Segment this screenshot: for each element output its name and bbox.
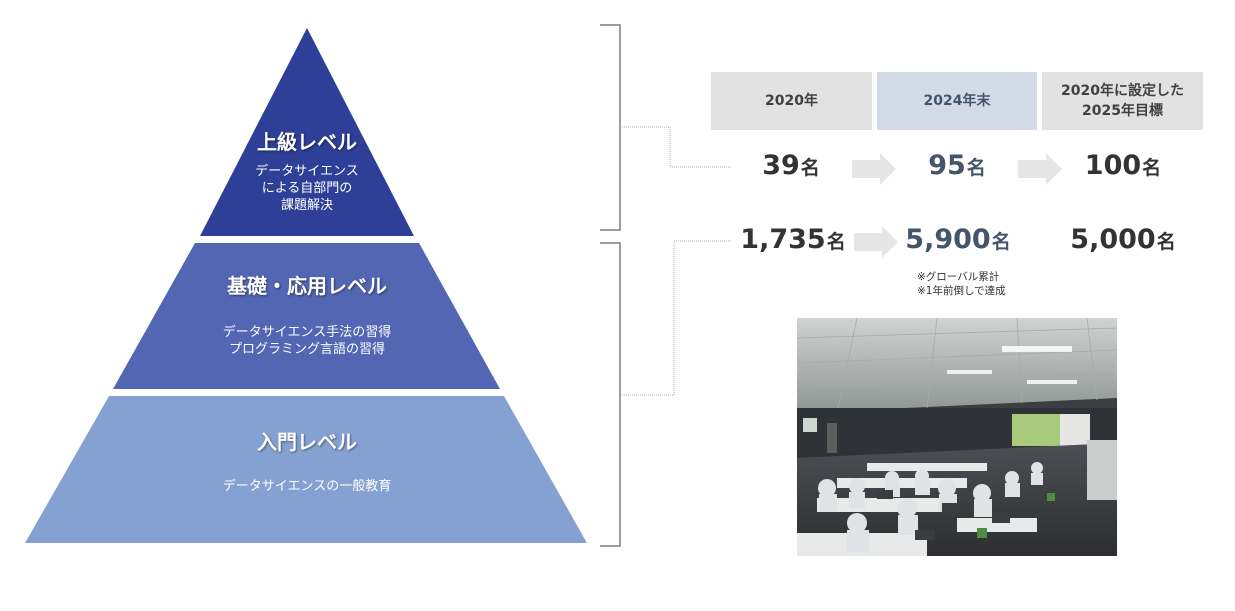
pyramid [25,28,587,543]
arrow-icon [1018,153,1062,185]
tier-advanced-title: 上級レベル [257,130,357,154]
row1-value-2024: 95名 [928,150,986,181]
header-2024-end: 2024年末 [877,72,1037,130]
row2-value-2020: 1,735名 [740,224,846,255]
tier-intro-title: 入門レベル [257,430,357,454]
tier-advanced-description: データサイエンス による自部門の 課題解決 [255,164,359,213]
tier-advanced-shape [200,28,414,236]
tier-applied-shape [113,243,500,389]
tier-applied-title: 基礎・応用レベル [227,274,387,298]
bracket-lower [600,242,621,547]
bracket-upper [600,24,621,231]
header-2025-target: 2020年に設定した 2025年目標 [1042,72,1203,130]
brackets [600,24,732,547]
footnotes: ※グローバル累計 ※1年前倒しで達成 [917,271,1006,297]
connector-lower [622,240,732,396]
tier-applied-description: データサイエンス手法の習得 プログラミング言語の習得 [222,325,392,357]
row1-value-2020: 39名 [762,150,820,181]
row2-value-target: 5,000名 [1070,224,1176,255]
tier-intro-shape [25,396,587,543]
header-2020: 2020年 [711,72,872,130]
connector-upper [622,126,732,168]
training-room-photo [797,318,1117,556]
arrow-icon [852,153,896,185]
row1-value-target: 100名 [1084,150,1162,181]
row2-value-2024: 5,900名 [905,224,1011,255]
tier-intro-description: データサイエンスの一般教育 [222,479,392,494]
arrow-icon [854,226,898,258]
